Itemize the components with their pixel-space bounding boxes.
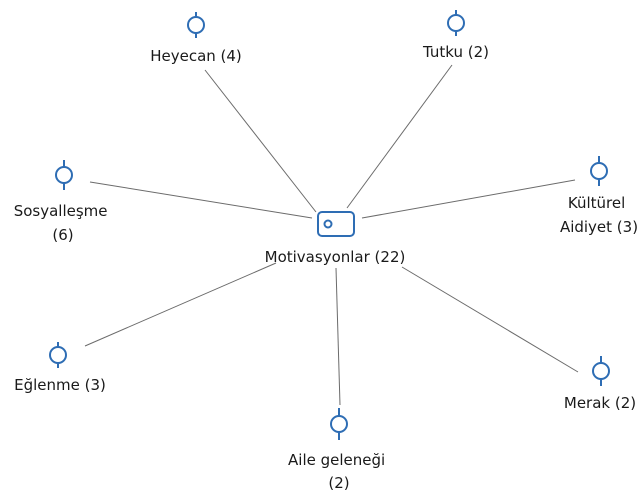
code-node-icon: [447, 10, 465, 36]
node-aile-gelenegi[interactable]: Aile geleneği (2): [288, 408, 390, 492]
code-node-icon: [187, 12, 205, 38]
edge-heyecan: [204, 69, 317, 213]
node-label: Kültürel Aidiyet (3): [560, 194, 637, 236]
node-kulturel-aidiyet[interactable]: Kültürel Aidiyet (3): [560, 156, 637, 236]
node-label: Tutku (2): [422, 43, 489, 61]
tag-icon: [317, 211, 355, 237]
edge-aile-gelenegi: [335, 267, 341, 406]
node-eglenme[interactable]: Eğlenme (3): [14, 342, 106, 394]
edge-eglenme: [84, 262, 277, 347]
node-label: Aile geleneği (2): [288, 451, 390, 492]
code-node-icon: [592, 356, 610, 386]
edge-sosyallesme: [89, 181, 313, 219]
node-label: Heyecan (4): [150, 47, 242, 65]
edges: [84, 64, 579, 406]
code-node-icon: [330, 408, 348, 440]
node-sosyallesme[interactable]: Sosyalleşme (6): [14, 160, 113, 244]
center-label: Motivasyonlar (22): [265, 248, 406, 266]
code-node-icon: [590, 156, 608, 186]
edge-merak: [401, 266, 579, 373]
node-label: Merak (2): [564, 394, 636, 412]
center-node[interactable]: Motivasyonlar (22): [265, 211, 406, 266]
code-node-icon: [55, 160, 73, 190]
code-node-icon: [49, 342, 67, 368]
node-tutku[interactable]: Tutku (2): [422, 10, 489, 61]
node-label: Eğlenme (3): [14, 376, 106, 394]
node-label: Sosyalleşme (6): [14, 202, 113, 244]
node-heyecan[interactable]: Heyecan (4): [150, 12, 242, 65]
node-merak[interactable]: Merak (2): [564, 356, 636, 412]
edge-kulturel-aidiyet: [361, 179, 576, 219]
edge-tutku: [346, 64, 453, 209]
